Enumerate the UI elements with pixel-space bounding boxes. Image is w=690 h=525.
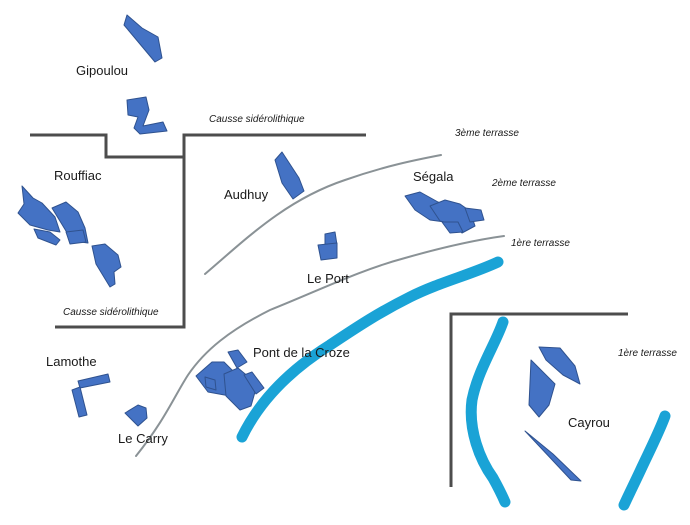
label-causse-top: Causse sidérolithique: [209, 114, 305, 125]
site-rouffiac-d: [65, 229, 87, 245]
site-lamothe-b: [71, 386, 88, 418]
label-gipoulou: Gipoulou: [76, 63, 128, 78]
site-le-carry: [124, 404, 148, 427]
site-rouffiac-b: [33, 228, 61, 246]
site-cayrou-a: [538, 346, 581, 385]
label-terrasse-2: 2ème terrasse: [491, 178, 556, 189]
cayrou-boundary: [449, 312, 628, 487]
site-cayrou-b: [528, 359, 556, 418]
site-rouffiac-a: [17, 185, 61, 233]
terrace-line-lower: [135, 235, 505, 457]
site-gipoulou-south: [126, 96, 168, 135]
label-le-carry: Le Carry: [118, 431, 168, 446]
site-audhuy: [274, 151, 305, 200]
label-terrasse-1-right: 1ère terrasse: [618, 348, 677, 359]
terrace-line-upper: [204, 154, 442, 275]
label-terrasse-3: 3ème terrasse: [455, 128, 519, 139]
label-causse-left: Causse sidérolithique: [63, 307, 159, 318]
causse-boundary-top: [30, 133, 366, 159]
label-lamothe: Lamothe: [46, 354, 97, 369]
label-pont-de-la-croze: Pont de la Croze: [253, 345, 350, 360]
site-segala-d: [464, 207, 485, 223]
site-cayrou-c: [524, 430, 582, 482]
causse-boundary-left: [55, 157, 186, 329]
label-segala: Ségala: [413, 169, 454, 184]
river-lot: [236, 256, 504, 443]
site-segala-c: [441, 221, 464, 234]
site-croze-d: [227, 349, 248, 369]
label-audhuy: Audhuy: [224, 187, 269, 202]
site-croze-c: [243, 371, 265, 395]
label-cayrou: Cayrou: [568, 415, 610, 430]
label-rouffiac: Rouffiac: [54, 168, 102, 183]
site-gipoulou-north: [123, 14, 163, 63]
river-cayrou-east: [618, 410, 671, 511]
label-terrasse-1: 1ère terrasse: [511, 238, 570, 249]
site-rouffiac-e: [91, 243, 122, 288]
site-croze-e: [204, 376, 217, 391]
site-le-port-b: [317, 242, 338, 261]
site-lamothe-a: [77, 373, 111, 389]
river-cayrou-west: [465, 316, 511, 508]
label-le-port: Le Port: [307, 271, 349, 286]
